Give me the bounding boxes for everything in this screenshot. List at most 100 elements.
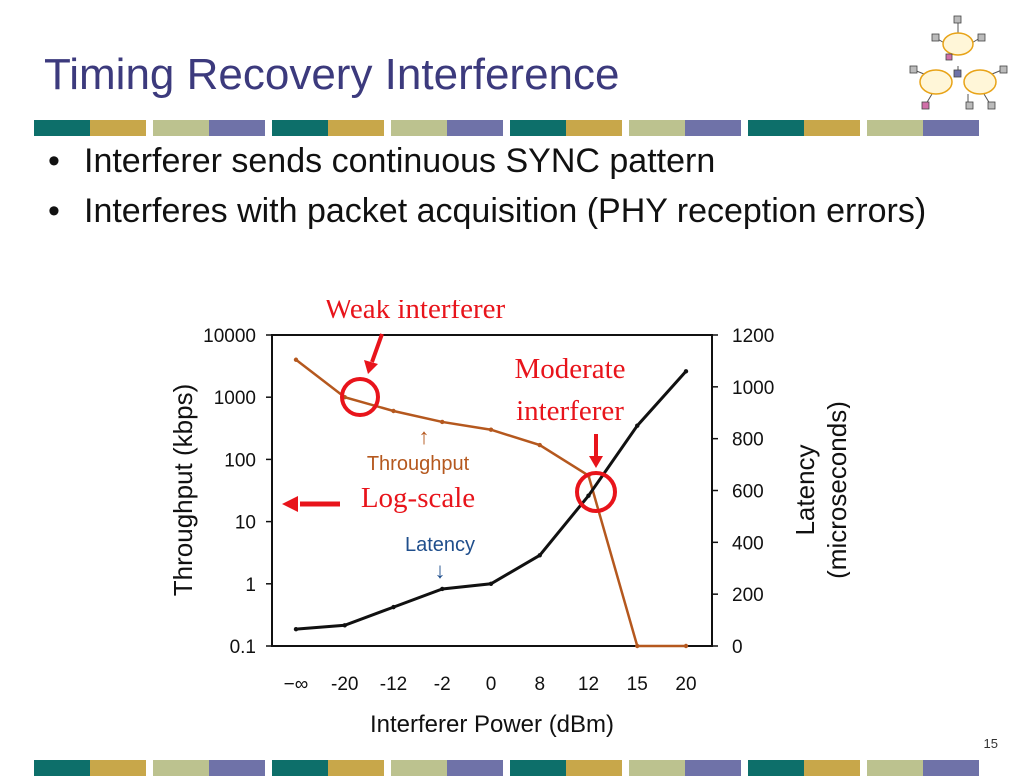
stripe-segment: [34, 120, 90, 136]
moderate-interferer-arrowhead: [589, 456, 603, 468]
y-right-tick-label: 1200: [732, 326, 774, 347]
x-tick-label: -20: [331, 674, 358, 695]
y-right-tick-label: 800: [732, 430, 764, 451]
x-axis-label: Interferer Power (dBm): [370, 711, 614, 738]
y-right-tick-label: 0: [732, 637, 743, 658]
stripe-segment: [272, 120, 328, 136]
slide-title: Timing Recovery Interference: [44, 50, 620, 99]
moderate-interferer-circle: [575, 471, 617, 513]
y-left-tick-label: 10: [235, 513, 256, 534]
stripe-segment: [34, 760, 90, 776]
stripe-gap: [503, 760, 510, 776]
latency-point: [342, 623, 347, 628]
throughput-point: [537, 442, 542, 448]
stripe-segment: [923, 760, 979, 776]
moderate-interferer-label: interferer: [516, 395, 624, 427]
stripe-gap: [860, 760, 867, 776]
stripe-gap: [265, 760, 272, 776]
stripe-segment: [566, 760, 622, 776]
weak-interferer-arrow: [370, 333, 384, 363]
y-left-tick-label: 0.1: [230, 637, 256, 658]
stripe-segment: [629, 120, 685, 136]
stripe-segment: [685, 760, 741, 776]
throughput-point: [391, 408, 396, 414]
x-tick-label: 20: [675, 674, 696, 695]
stripe-gap: [979, 760, 986, 776]
stripe-segment: [923, 120, 979, 136]
y-right-tick-label: 400: [732, 533, 764, 554]
stripe-segment: [748, 120, 804, 136]
x-tick-label: −∞: [284, 674, 309, 695]
stripe-segment: [510, 120, 566, 136]
bullet-list: • Interferer sends continuous SYNC patte…: [48, 140, 948, 240]
stripe-segment: [153, 120, 209, 136]
x-tick-label: 8: [534, 674, 545, 695]
stripe-gap: [622, 760, 629, 776]
stripe-segment: [90, 760, 146, 776]
throughput-series-label: Throughput: [367, 453, 470, 475]
latency-point: [683, 369, 689, 374]
weak-interferer-arrowhead: [364, 360, 378, 374]
stripe-gap: [146, 760, 153, 776]
moderate-interferer-label: Moderate: [514, 353, 625, 385]
latency-point: [391, 604, 396, 610]
stripe-segment: [153, 760, 209, 776]
y-left-axis-label: Throughput (kbps): [168, 384, 198, 596]
bullet-dot: •: [48, 192, 60, 230]
throughput-point: [488, 427, 494, 432]
latency-point: [488, 581, 494, 586]
x-tick-label: 15: [627, 674, 648, 695]
stripe-segment: [328, 120, 384, 136]
throughput-point: [683, 643, 689, 649]
stripe-segment: [447, 760, 503, 776]
latency-line: [295, 370, 688, 631]
latency-point: [537, 553, 542, 558]
stripe-gap: [741, 120, 748, 136]
y-right-tick-label: 200: [732, 585, 764, 606]
latency-point: [440, 586, 445, 592]
stripe-gap: [503, 120, 510, 136]
bullet-item: • Interferes with packet acquisition (PH…: [48, 190, 948, 232]
stripe-gap: [741, 760, 748, 776]
stripe-segment: [748, 760, 804, 776]
stripe-segment: [685, 120, 741, 136]
plot-frame: [271, 334, 713, 647]
log-scale-label: Log-scale: [361, 482, 475, 514]
stripe-segment: [510, 760, 566, 776]
bullet-dot: •: [48, 142, 60, 180]
stripe-gap: [265, 120, 272, 136]
x-tick-label: 12: [578, 674, 599, 695]
stripe-gap: [622, 120, 629, 136]
x-tick-label: 0: [486, 674, 497, 695]
latency-arrow: ↓: [435, 558, 446, 583]
throughput-point: [440, 419, 445, 425]
throughput-arrow: ↑: [419, 424, 430, 449]
top-decorative-stripe: [34, 120, 986, 136]
bottom-decorative-stripe: [34, 760, 986, 776]
latency-series-label: Latency: [405, 534, 475, 556]
bullet-item: • Interferer sends continuous SYNC patte…: [48, 140, 948, 182]
stripe-gap: [146, 120, 153, 136]
y-left-tick-label: 1000: [214, 388, 256, 409]
stripe-segment: [804, 760, 860, 776]
weak-interferer-circle: [340, 377, 380, 417]
y-left-tick-label: 1: [245, 575, 256, 596]
stripe-segment: [867, 760, 923, 776]
stripe-segment: [272, 760, 328, 776]
stripe-segment: [209, 760, 265, 776]
x-tick-label: -12: [380, 674, 407, 695]
stripe-segment: [391, 760, 447, 776]
throughput-line: [295, 358, 686, 648]
log-scale-arrowhead: [282, 496, 298, 512]
y-left-tick-label: 100: [224, 450, 256, 471]
y-right-tick-label: 600: [732, 482, 764, 503]
latency-point: [635, 423, 640, 428]
stripe-gap: [979, 120, 986, 136]
y-right-axis-label: Latency: [790, 444, 820, 535]
y-right-axis-label: (microseconds): [822, 401, 850, 579]
x-tick-label: -2: [434, 674, 451, 695]
stripe-segment: [566, 120, 622, 136]
stripe-segment: [804, 120, 860, 136]
throughput-point: [293, 357, 299, 362]
